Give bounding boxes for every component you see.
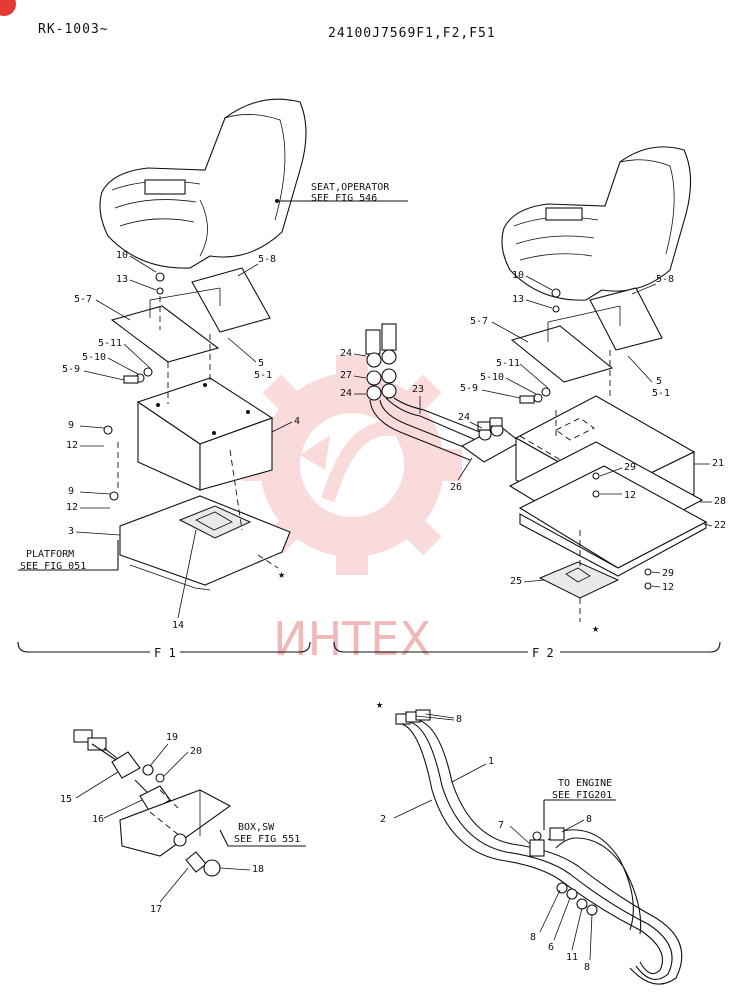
part-label: 5-11 [496, 358, 520, 369]
watermark-text: ИНТЕХ [273, 612, 431, 666]
part-labels-f1: 10 13 5-8 5-7 5-11 5-10 5-9 5 5-1 4 9 12… [62, 250, 300, 631]
part-label: 5-7 [470, 316, 488, 327]
part-label: 16 [92, 814, 104, 825]
part-label: 12 [624, 490, 636, 501]
part-label: 11 [566, 952, 578, 963]
part-label: 29 [662, 568, 674, 579]
section-brace-f2 [333, 641, 721, 653]
pad-25-f2 [538, 561, 620, 599]
part-label: 24 [340, 348, 352, 359]
part-label: 4 [294, 416, 300, 427]
part-label: 12 [662, 582, 674, 593]
part-label: 8 [456, 714, 462, 725]
part-label: 5-9 [62, 364, 80, 375]
part-label: 8 [530, 932, 536, 943]
watermark-logo [242, 355, 462, 575]
part-label: 9 [68, 420, 74, 431]
part-label: 24 [340, 388, 352, 399]
part-label: 7 [498, 820, 504, 831]
part-label: 12 [66, 502, 78, 513]
part-label: 5-9 [460, 383, 478, 394]
part-label: 5 [656, 376, 662, 387]
section-label-f2: F 2 [532, 646, 554, 660]
part-label: 9 [68, 486, 74, 497]
star-marker-harness: ★ [376, 697, 383, 711]
part-label: 6 [548, 942, 554, 953]
star-marker-f2: ★ [592, 621, 599, 635]
part-label: 27 [340, 370, 352, 381]
callout-see-fig201: SEE FIG201 [552, 790, 612, 801]
part-label: 10 [512, 270, 524, 281]
callout-platform: PLATFORM [26, 549, 74, 560]
part-label: 24 [458, 412, 470, 423]
callout-see-fig-051: SEE FIG 051 [20, 561, 86, 572]
part-label: 8 [586, 814, 592, 825]
part-label: 25 [510, 576, 522, 587]
part-label: 1 [488, 756, 494, 767]
part-label: 5-8 [656, 274, 674, 285]
part-labels-switch: 19 20 15 16 18 17 [60, 732, 264, 915]
platform-plate-f1 [119, 495, 291, 591]
hose-assembly-f2 [365, 323, 521, 463]
part-label: 3 [68, 526, 74, 537]
part-label: 10 [116, 250, 128, 261]
header-model-range: RK-1003~ [38, 22, 109, 37]
part-label: 5-10 [480, 372, 504, 383]
part-label: 14 [172, 620, 184, 631]
part-label: 12 [66, 440, 78, 451]
part-labels-f2: 10 13 5-8 5-7 5-11 5-10 5-9 5 5-1 24 27 … [340, 270, 726, 593]
part-label: 13 [116, 274, 128, 285]
part-label: 2 [380, 814, 386, 825]
part-label: 5-7 [74, 294, 92, 305]
part-label: 5-10 [82, 352, 106, 363]
seat-f2 [501, 146, 692, 301]
part-label: 5-11 [98, 338, 122, 349]
part-label: 5-8 [258, 254, 276, 265]
part-labels-harness: 8 1 2 7 8 8 6 11 8 [380, 713, 593, 973]
callout-see-fig-551: SEE FIG 551 [234, 834, 300, 845]
part-label: 23 [412, 384, 424, 395]
callout-seat-operator-f1: SEAT,OPERATOR [311, 182, 390, 193]
part-label: 5-1 [652, 388, 670, 399]
part-label: 8 [584, 962, 590, 973]
callout-see-fig-546-f1: SEE FIG 546 [311, 193, 377, 204]
part-label: 22 [714, 520, 726, 531]
bracket-assembly-f2 [510, 287, 663, 404]
part-label: 17 [150, 904, 162, 915]
part-label: 20 [190, 746, 202, 757]
seat-f1 [99, 98, 307, 269]
wire-harness [395, 709, 683, 985]
star-marker-f1: ★ [278, 567, 285, 581]
corner-badge [0, 0, 16, 16]
section-brace-f1 [17, 641, 311, 653]
part-label: 26 [450, 482, 462, 493]
bracket-assembly-f1 [110, 267, 271, 384]
callout-box-sw: BOX,SW [238, 822, 275, 833]
switch-assembly [73, 729, 232, 877]
part-label: 19 [166, 732, 178, 743]
part-label: 29 [624, 462, 636, 473]
part-label: 15 [60, 794, 72, 805]
control-box-f1 [103, 377, 274, 501]
part-label: 28 [714, 496, 726, 507]
part-label: 18 [252, 864, 264, 875]
part-label: 21 [712, 458, 724, 469]
section-label-f1: F 1 [154, 646, 176, 660]
part-label: 13 [512, 294, 524, 305]
callout-to-engine: TO ENGINE [558, 778, 612, 789]
part-label: 5 [258, 358, 264, 369]
header-figure-codes: 24100J7569F1,F2,F51 [328, 26, 496, 41]
part-label: 5-1 [254, 370, 272, 381]
